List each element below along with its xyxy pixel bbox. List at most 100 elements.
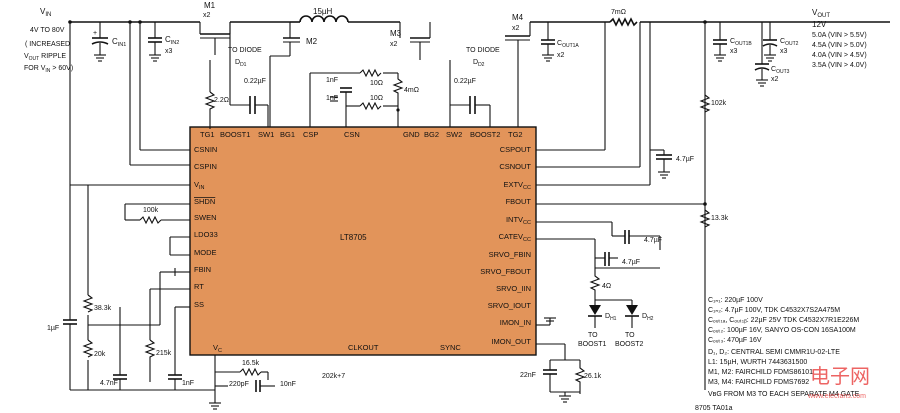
- svg-text:7mΩ: 7mΩ: [611, 9, 626, 16]
- svg-text:13.3k: 13.3k: [711, 215, 729, 222]
- svg-text:TO: TO: [588, 332, 598, 339]
- svg-text:0.22µF: 0.22µF: [244, 78, 266, 85]
- output-rail: [530, 20, 890, 390]
- pin-swen: SWEN: [194, 213, 217, 222]
- bom-line: C₁ₙ₁: 220µF 100V: [708, 297, 763, 304]
- svg-text:VOUT: VOUT: [812, 8, 830, 19]
- ground-icon: [764, 54, 776, 62]
- svg-text:202k+7: 202k+7: [322, 373, 345, 380]
- vin-range: 4V TO 80V: [30, 27, 65, 34]
- svg-text:DH1: DH1: [605, 313, 617, 322]
- svg-text:VIN: VIN: [40, 7, 51, 18]
- label-to-diode1: TO DIODE DD1: [228, 47, 262, 68]
- bom-line: M3, M4: FAIRCHILD FDMS7692: [708, 379, 809, 386]
- svg-text:1nF: 1nF: [326, 95, 338, 102]
- pin-sw1: SW1: [258, 130, 274, 139]
- pin-catevcc: CATEVCC: [499, 232, 531, 243]
- pin-gnd: GND: [403, 130, 420, 139]
- svg-text:x3: x3: [780, 48, 788, 55]
- bom-line: Cₒᵤₜ₁ₐ, Cₒᵤₜ₁ᵦ: 22µF 25V TDK C4532X7R1E2…: [708, 317, 859, 324]
- ground-icon: [658, 171, 670, 179]
- svg-text:COUT3: COUT3: [771, 66, 790, 75]
- svg-text:220pF: 220pF: [229, 381, 249, 388]
- svg-text:15µH: 15µH: [313, 7, 333, 16]
- svg-text:x3: x3: [730, 48, 738, 55]
- svg-text:BOOST1: BOOST1: [578, 341, 607, 348]
- cap-cin1: + CIN1: [91, 22, 126, 62]
- diode-dh1: DH1 TO BOOST1: [578, 300, 617, 348]
- svg-text:COUT1B: COUT1B: [730, 38, 752, 47]
- watermark-url: www.elecfans.com: [807, 393, 866, 400]
- cin2-mult: x3: [165, 48, 173, 55]
- ic-right-pins: CSPOUT CSNOUT EXTVCC FBOUT INTVCC CATEVC…: [480, 145, 531, 346]
- pin-shdn: SHDN: [194, 197, 215, 206]
- imon-out-network: 22nF 26.1k: [520, 343, 602, 403]
- pin-csnout: CSNOUT: [499, 162, 531, 171]
- cap-cout1b: COUT1B x3: [713, 22, 752, 62]
- svg-text:38.3k: 38.3k: [94, 305, 112, 312]
- pin-vc: VC: [213, 343, 222, 354]
- svg-text:x2: x2: [771, 76, 779, 83]
- svg-text:x2: x2: [390, 41, 398, 48]
- ground-icon: [714, 54, 726, 62]
- pin-imon-out: IMON_OUT: [491, 337, 531, 346]
- svg-text:x2: x2: [512, 25, 520, 32]
- diode-dh2: DH2 TO BOOST2: [595, 299, 654, 348]
- vin-note2: VOUT RIPPLE: [24, 53, 66, 62]
- vin-label: VIN 4V TO 80V ( INCREASED VOUT RIPPLE FO…: [24, 7, 73, 74]
- pin-clkout: CLKOUT: [348, 343, 379, 352]
- svg-text:12V: 12V: [812, 20, 827, 29]
- pin-ldo33: LDO33: [194, 230, 218, 239]
- svg-text:2.2Ω: 2.2Ω: [214, 97, 229, 104]
- svg-text:+: +: [93, 30, 97, 37]
- ldo-mode-wiring: [169, 236, 190, 276]
- ground-icon: [542, 54, 554, 62]
- pin-fbin: FBIN: [194, 265, 211, 274]
- res-4ohm: 4Ω: [589, 268, 611, 300]
- svg-text:1nF: 1nF: [326, 77, 338, 84]
- svg-text:4.7µF: 4.7µF: [676, 156, 694, 163]
- pin-vin: VIN: [194, 180, 205, 191]
- svg-text:1nF: 1nF: [182, 380, 194, 387]
- svg-text:4.5A (VIN > 5.0V): 4.5A (VIN > 5.0V): [812, 42, 867, 49]
- svg-text:10nF: 10nF: [280, 381, 296, 388]
- svg-text:TO: TO: [625, 332, 635, 339]
- svg-text:M1: M1: [204, 1, 216, 10]
- pin-mode: MODE: [194, 248, 217, 257]
- pin-csn: CSN: [344, 130, 360, 139]
- res-2p2: 2.2Ω: [204, 60, 229, 129]
- bom-line: M1, M2: FAIRCHILD FDMS86101: [708, 369, 813, 376]
- ground-icon: [209, 402, 221, 410]
- figure-id: 8705 TA01a: [695, 405, 733, 412]
- cap-cout2: COUT2 x3: [762, 22, 799, 62]
- svg-text:DH2: DH2: [642, 313, 654, 322]
- bom-notes: C₁ₙ₁: 220µF 100V C₁ₙ₂: 4.7µF 100V, TDK C…: [708, 297, 860, 398]
- label-to-diode2: TO DIODE DD2: [466, 47, 500, 68]
- res-13k: 13.3k: [699, 209, 729, 228]
- bom-line: C₁ₙ₂: 4.7µF 100V, TDK C4532X7S2A475M: [708, 307, 840, 314]
- svg-text:10Ω: 10Ω: [370, 80, 383, 87]
- bom-line: Cₒᵤₜ₂: 100µF 16V, SANYO OS-CON 16SA100M: [708, 327, 856, 334]
- ic-name: LT8705: [340, 233, 367, 242]
- pin-sw2: SW2: [446, 130, 462, 139]
- input-rail: [68, 20, 290, 186]
- mosfet-m4: M4 x2: [505, 13, 531, 127]
- svg-text:CIN1: CIN1: [112, 37, 126, 48]
- cap-47b: 4.7µF: [536, 221, 662, 250]
- mosfet-m1: M1 x2: [199, 1, 231, 60]
- mosfet-m2: M2: [269, 37, 318, 127]
- ic-body: [189, 126, 537, 356]
- bom-line: Cₒᵤₜ₃: 470µF 16V: [708, 337, 762, 344]
- bom-line: D₁, D₂: CENTRAL SEMI CMMR1U-02-LTE: [708, 349, 840, 356]
- svg-text:102k: 102k: [711, 100, 727, 107]
- pin-rt: RT: [194, 282, 204, 291]
- ground-icon: [149, 54, 161, 62]
- res-215k: 215k: [144, 288, 190, 382]
- cap-cout1a: COUT1A x2: [541, 22, 579, 62]
- vc-compensation: 16.5k 220pF 10nF: [209, 355, 296, 410]
- pin-imon-in: IMON_IN: [500, 318, 531, 327]
- pin-bg1: BG1: [280, 130, 295, 139]
- csp-csn-filter: 1nF 1nF 10Ω 10Ω 4mΩ: [309, 68, 419, 127]
- cap-022b: 0.22µF: [449, 60, 491, 127]
